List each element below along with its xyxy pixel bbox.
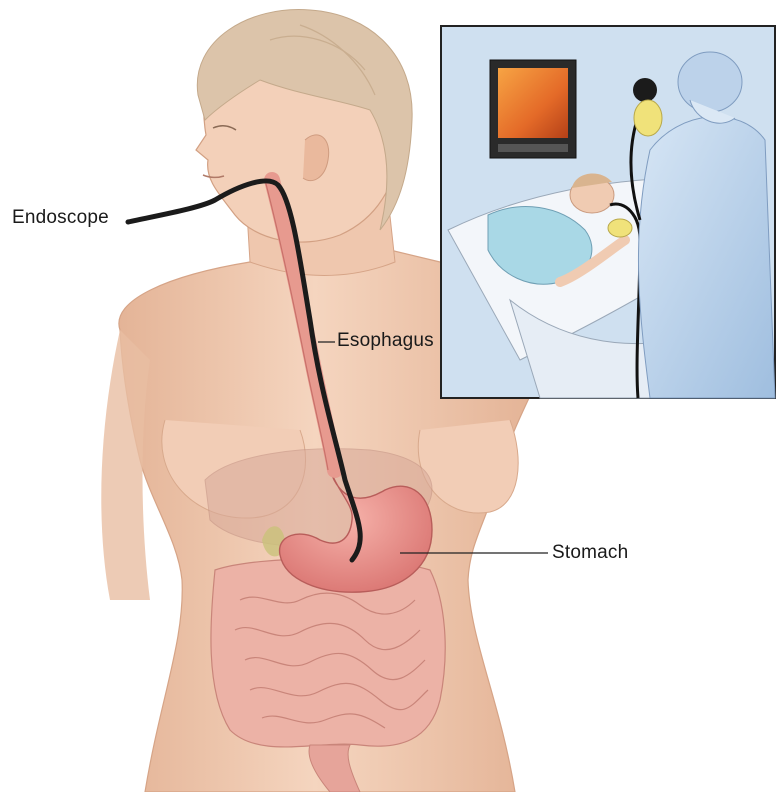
procedure-inset xyxy=(441,26,775,398)
endoscope-label: Endoscope xyxy=(12,207,109,229)
stomach-label: Stomach xyxy=(552,542,628,564)
monitor-icon xyxy=(490,60,576,158)
esophagus-label: Esophagus xyxy=(337,330,434,352)
